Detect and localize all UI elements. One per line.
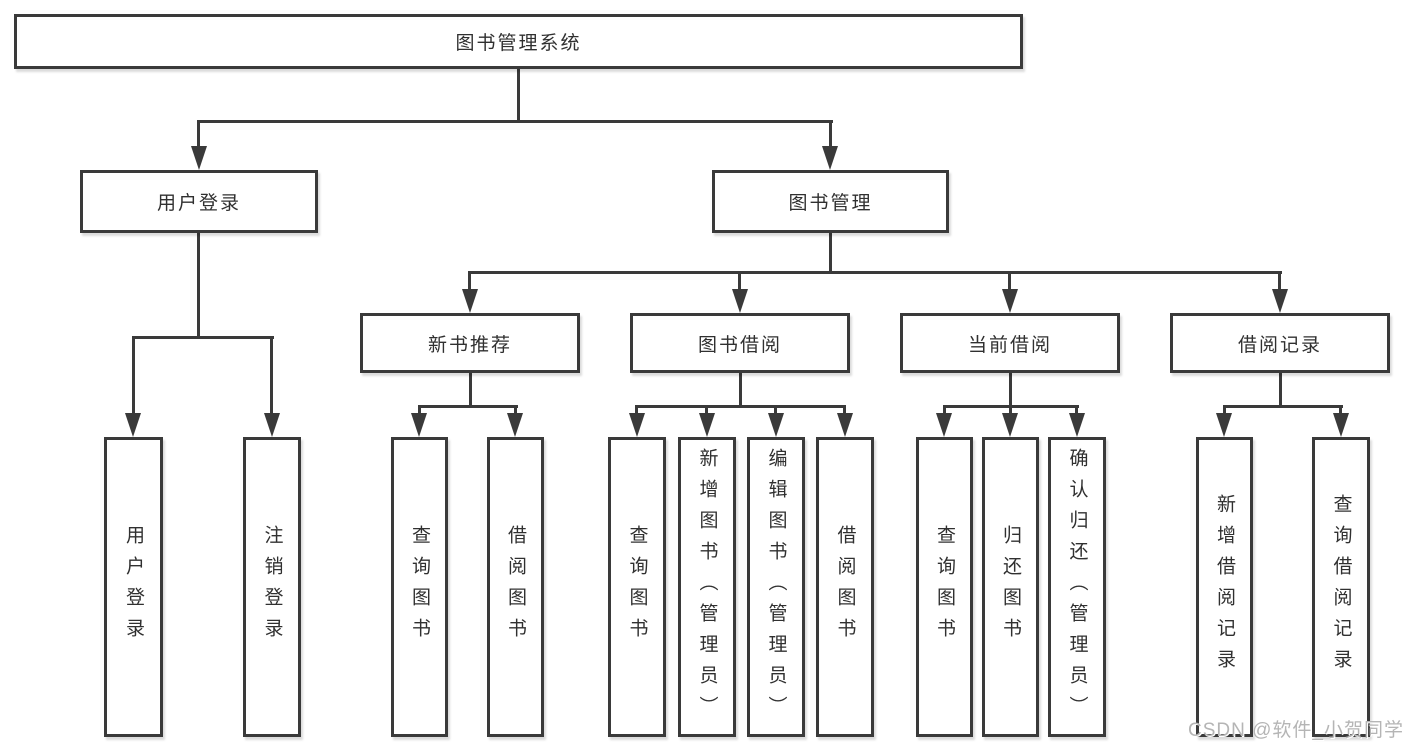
leaf-query-books-recommend: 查询图书 (391, 437, 448, 737)
leaf-query-books-current-label: 查询图书 (934, 525, 955, 649)
arrowhead-leaf (1333, 413, 1349, 437)
connector-drop-newrec (468, 271, 471, 291)
connector-drop-leaf (635, 405, 638, 415)
node-user-login-label: 用户登录 (156, 193, 241, 214)
connector-drop-leaf (774, 405, 777, 415)
connector-records-stem (1279, 373, 1282, 408)
arrowhead-leaf (1069, 413, 1085, 437)
connector-drop-user-login (197, 120, 200, 148)
leaf-query-borrow-record-label: 查询借阅记录 (1330, 494, 1352, 680)
connector-root-stem (517, 69, 520, 123)
connector-records-branch (1223, 405, 1343, 408)
node-borrow-records: 借阅记录 (1170, 313, 1390, 373)
leaf-borrow-books-borrow: 借阅图书 (816, 437, 874, 737)
node-current-borrow: 当前借阅 (900, 313, 1120, 373)
connector-borrow-branch (635, 405, 846, 408)
arrowhead-leaf (264, 413, 280, 437)
node-book-borrow: 图书借阅 (630, 313, 850, 373)
arrowhead-borrow (732, 289, 748, 313)
leaf-borrow-books-borrow-label: 借阅图书 (834, 525, 856, 649)
connector-newrec-stem (469, 373, 472, 408)
arrowhead-leaf (936, 413, 952, 437)
node-book-management-label: 图书管理 (788, 193, 873, 214)
connector-drop-borrow (738, 271, 741, 291)
arrowhead-book-mgmt (822, 146, 838, 170)
leaf-user-login-label: 用户登录 (123, 525, 144, 649)
arrowhead-leaf (507, 413, 523, 437)
arrowhead-user-login (191, 146, 207, 170)
connector-drop-leaf (418, 405, 421, 415)
connector-drop-leaf (1075, 405, 1078, 415)
leaf-logout-label: 注销登录 (261, 525, 283, 649)
connector-current-stem (1009, 373, 1012, 408)
leaf-edit-book-admin-label: 编辑图书（管理员） (765, 447, 787, 727)
leaf-logout: 注销登录 (243, 437, 301, 737)
node-new-book-recommend: 新书推荐 (360, 313, 580, 373)
leaf-confirm-return-admin: 确认归还（管理员） (1048, 437, 1106, 737)
connector-user-login-stem (197, 233, 200, 338)
connector-user-login-branch (132, 336, 274, 339)
connector-book-mgmt-stem (829, 233, 832, 274)
leaf-borrow-books-recommend: 借阅图书 (487, 437, 544, 737)
node-book-borrow-label: 图书借阅 (697, 334, 782, 356)
leaf-borrow-books-recommend-label: 借阅图书 (505, 525, 526, 649)
leaf-confirm-return-admin-label: 确认归还（管理员） (1066, 447, 1088, 727)
arrowhead-leaf (1002, 413, 1018, 437)
arrowhead-leaf (837, 413, 853, 437)
connector-borrow-stem (739, 373, 742, 408)
node-root: 图书管理系统 (14, 14, 1023, 69)
connector-level3-branch (469, 271, 1282, 274)
leaf-query-books-borrow-label: 查询图书 (626, 525, 648, 649)
node-book-management: 图书管理 (712, 170, 949, 233)
connector-drop-leaf (1223, 405, 1226, 415)
arrowhead-leaf (125, 413, 141, 437)
leaf-add-book-admin: 新增图书（管理员） (678, 437, 736, 737)
connector-drop-leaf (270, 336, 273, 415)
leaf-return-book-label: 归还图书 (1000, 525, 1021, 649)
leaf-add-book-admin-label: 新增图书（管理员） (696, 447, 718, 727)
connector-drop-current (1008, 271, 1011, 291)
arrowhead-leaf (1216, 413, 1232, 437)
watermark: CSDN @软件_小贺同学 (1188, 720, 1404, 741)
connector-drop-records (1278, 271, 1281, 291)
connector-drop-leaf (1009, 405, 1012, 415)
connector-drop-leaf (943, 405, 946, 415)
arrowhead-newrec (462, 289, 478, 313)
connector-drop-leaf (514, 405, 517, 415)
node-user-login: 用户登录 (80, 170, 318, 233)
leaf-query-books-recommend-label: 查询图书 (409, 525, 430, 649)
arrowhead-leaf (768, 413, 784, 437)
leaf-add-borrow-record: 新增借阅记录 (1196, 437, 1253, 737)
node-current-borrow-label: 当前借阅 (967, 334, 1052, 356)
leaf-add-borrow-record-label: 新增借阅记录 (1214, 494, 1235, 680)
leaf-edit-book-admin: 编辑图书（管理员） (747, 437, 805, 737)
leaf-return-book: 归还图书 (982, 437, 1039, 737)
leaf-user-login: 用户登录 (104, 437, 163, 737)
node-borrow-records-label: 借阅记录 (1237, 334, 1322, 356)
leaf-query-books-current: 查询图书 (916, 437, 973, 737)
connector-drop-leaf (1339, 405, 1342, 415)
connector-drop-leaf (843, 405, 846, 415)
connector-drop-leaf (705, 405, 708, 415)
connector-drop-leaf (132, 336, 135, 415)
leaf-query-borrow-record: 查询借阅记录 (1312, 437, 1370, 737)
connector-drop-book-mgmt (829, 120, 832, 148)
leaf-query-books-borrow: 查询图书 (608, 437, 666, 737)
connector-newrec-branch (418, 405, 518, 408)
arrowhead-leaf (411, 413, 427, 437)
node-new-book-recommend-label: 新书推荐 (427, 334, 512, 356)
arrowhead-current (1002, 289, 1018, 313)
arrowhead-records (1272, 289, 1288, 313)
node-root-label: 图书管理系统 (455, 33, 582, 54)
connector-level1-branch (197, 120, 833, 123)
arrowhead-leaf (699, 413, 715, 437)
arrowhead-leaf (629, 413, 645, 437)
